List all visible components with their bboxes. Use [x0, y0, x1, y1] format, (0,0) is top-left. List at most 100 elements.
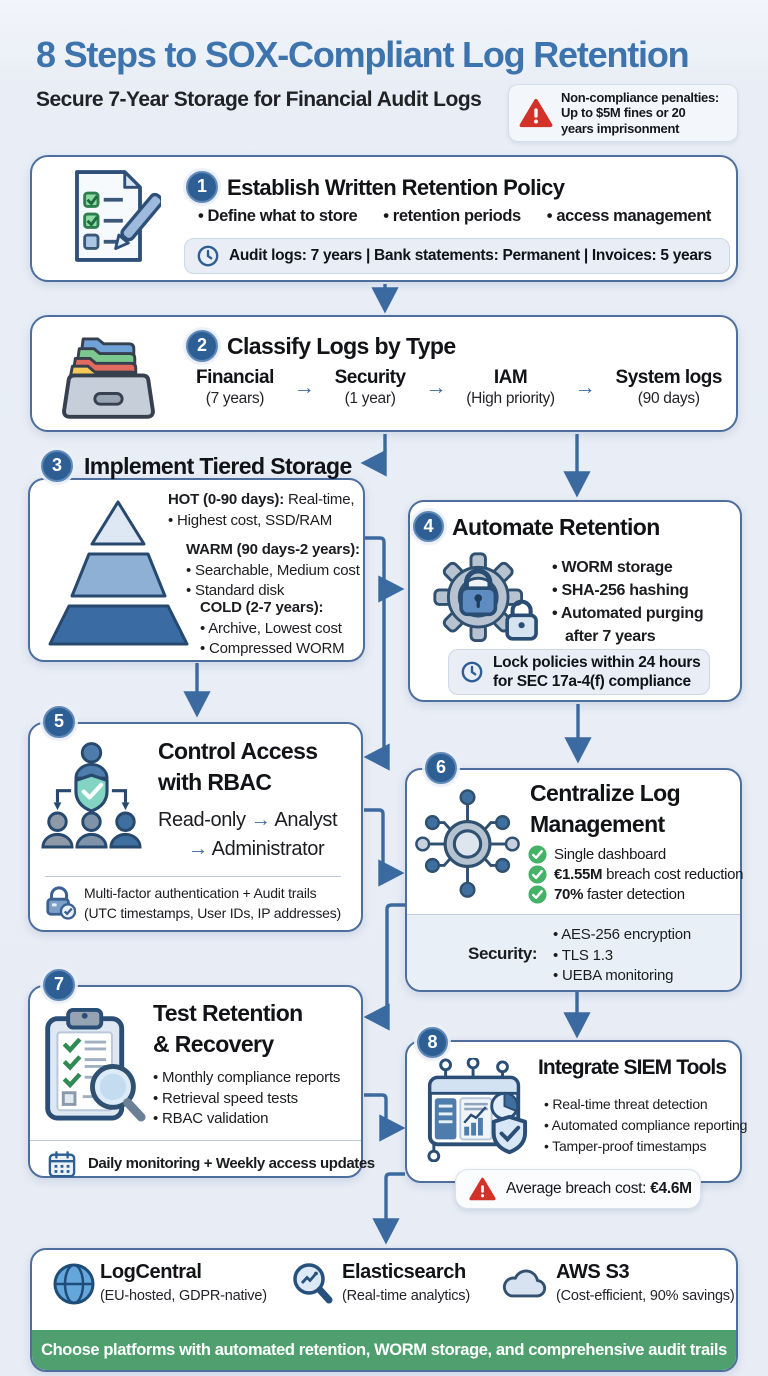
step6-number-badge: 6	[425, 752, 457, 784]
bullet-item: • Real-time threat detection	[544, 1096, 708, 1112]
log-type-item: Financial (7 years)	[196, 367, 274, 408]
tier-cold-head: COLD (2-7 years):	[200, 599, 324, 616]
step5-title: Control Access with RBAC	[158, 736, 318, 798]
bullet-item: • Tamper-proof timestamps	[544, 1138, 707, 1154]
flow-arrow: →	[293, 375, 315, 399]
log-type-item: System logs (90 days)	[615, 367, 723, 408]
role-label: Administrator	[211, 838, 325, 860]
log-type-name: System logs	[615, 367, 723, 388]
platform-advice-banner: Choose platforms with automated retentio…	[32, 1330, 736, 1370]
cloud-icon	[500, 1266, 548, 1301]
log-type-sub: (7 years)	[205, 390, 265, 407]
step5-title-line: Control Access	[158, 738, 318, 764]
tier-hot-tail: Real-time,	[284, 491, 355, 508]
step5-title-line: with RBAC	[158, 769, 272, 795]
log-type-sub: (90 days)	[637, 390, 700, 407]
log-type-name: IAM	[493, 367, 528, 388]
storage-pyramid-icon	[46, 498, 191, 648]
analytics-search-icon	[290, 1260, 336, 1306]
breach-cost-pill: Average breach cost: €4.6M	[455, 1169, 701, 1209]
benefit-text: Single dashboard	[554, 846, 666, 863]
tier-hot-head: HOT (0-90 days):	[168, 491, 284, 508]
lock-policy-line: Lock policies within 24 hours	[493, 654, 701, 671]
clock-icon	[197, 245, 219, 267]
security-item: • TLS 1.3	[553, 946, 613, 964]
bullet-item: • access management	[546, 207, 712, 225]
step4-bullets: • WORM storage • SHA-256 hashing • Autom…	[552, 556, 704, 648]
step5-divider	[45, 876, 341, 877]
bullet-item: • Automated compliance reporting	[544, 1117, 748, 1133]
log-type-name: Security	[334, 367, 406, 388]
breach-cost-text: Average breach cost:	[506, 1180, 651, 1197]
step2-title: Classify Logs by Type	[227, 333, 456, 359]
rbac-roles-flow: Read-only → Analyst → Administrator	[158, 806, 338, 864]
bullet-item: • Define what to store	[198, 207, 358, 225]
step8-title: Integrate SIEM Tools	[538, 1056, 727, 1079]
security-items: • AES-256 encryption • TLS 1.3 • UEBA mo…	[553, 925, 691, 987]
flow-arrow: →	[188, 838, 208, 860]
noncompliance-warning-card: Non-compliance penalties: Up to $5M fine…	[508, 84, 738, 142]
bullet-item: • Monthly compliance reports	[153, 1069, 341, 1086]
page-subtitle: Secure 7-Year Storage for Financial Audi…	[36, 88, 482, 111]
step7-title-line: Test Retention	[153, 1000, 303, 1026]
warning-line: Non-compliance penalties:	[561, 89, 719, 105]
bullet-item: • RBAC validation	[153, 1110, 269, 1127]
bullet-item: • retention periods	[383, 207, 521, 225]
step6-title-line: Management	[530, 811, 665, 837]
platform-name: AWS S3	[556, 1261, 630, 1283]
tier-hot-line: • Highest cost, SSD/RAM	[168, 511, 333, 529]
step2-number-badge: 2	[186, 330, 218, 362]
benefit-bold: 70%	[554, 886, 584, 903]
step7-number-badge: 7	[43, 969, 75, 1001]
step1-bullets: • Define what to store • retention perio…	[198, 207, 711, 226]
step1-retention-pill: Audit logs: 7 years | Bank statements: P…	[184, 238, 730, 274]
step1-number-badge: 1	[186, 171, 218, 203]
flow-arrow: →	[425, 375, 447, 399]
tier-warm-text: WARM (90 days-2 years): • Searchable, Me…	[186, 540, 360, 602]
step3-title: Implement Tiered Storage	[84, 453, 352, 479]
log-type-sub: (High priority)	[466, 390, 555, 407]
mfa-text: Multi-factor authentication + Audit trai…	[84, 884, 341, 923]
platform-advice-text: Choose platforms with automated retentio…	[41, 1340, 727, 1359]
security-label: Security:	[468, 944, 538, 963]
benefit-text: faster detection	[583, 886, 685, 903]
globe-icon	[52, 1262, 96, 1306]
step3-number-badge: 3	[41, 450, 73, 482]
bullet-item: after 7 years	[565, 628, 656, 645]
tier-warm-line: • Standard disk	[186, 582, 285, 599]
bullet-item: • Automated purging	[552, 605, 704, 622]
step4-lock-policy-pill: Lock policies within 24 hours for SEC 17…	[448, 649, 710, 695]
role-label: Read-only	[158, 809, 246, 831]
warning-triangle-icon	[469, 1177, 496, 1201]
rbac-hierarchy-icon	[40, 740, 142, 852]
warning-line: Up to $5M fines or 20	[561, 105, 686, 121]
tier-warm-line: • Searchable, Medium cost	[186, 561, 360, 579]
benefit-bold: €1.55M	[554, 866, 603, 883]
platform-name: LogCentral	[100, 1261, 202, 1283]
step7-bullets: • Monthly compliance reports • Retrieval…	[153, 1068, 340, 1130]
hub-spoke-network-icon	[412, 786, 524, 902]
step6-title-line: Centralize Log	[530, 780, 681, 806]
step6-title: Centralize Log Management	[530, 778, 681, 840]
platform-sub: (EU-hosted, GDPR-native)	[100, 1288, 267, 1304]
checklist-document-icon	[56, 166, 161, 266]
security-item: • UEBA monitoring	[553, 967, 674, 984]
bullet-item: • Retrieval speed tests	[153, 1089, 298, 1107]
mfa-lock-icon	[44, 884, 76, 920]
step8-number-badge: 8	[417, 1027, 448, 1058]
calendar-icon	[48, 1150, 76, 1178]
step4-title: Automate Retention	[452, 514, 660, 540]
flow-arrow: →	[250, 809, 271, 831]
step4-number-badge: 4	[413, 511, 444, 542]
bullet-item: • SHA-256 hashing	[552, 582, 689, 599]
tier-warm-head: WARM (90 days-2 years):	[186, 541, 360, 558]
mfa-line: Multi-factor authentication + Audit trai…	[84, 885, 317, 901]
log-type-sub: (1 year)	[344, 390, 396, 407]
page-title: 8 Steps to SOX-Compliant Log Retention	[36, 34, 690, 75]
step8-bullets: • Real-time threat detection • Automated…	[544, 1094, 747, 1157]
log-type-name: Financial	[196, 367, 274, 388]
platform-sub: (Cost-efficient, 90% savings)	[556, 1288, 735, 1304]
benefit-row: €1.55M breach cost reduction	[528, 865, 744, 884]
step7-footer-text: Daily monitoring + Weekly access updates	[88, 1155, 375, 1172]
step7-title-line: & Recovery	[153, 1031, 274, 1057]
